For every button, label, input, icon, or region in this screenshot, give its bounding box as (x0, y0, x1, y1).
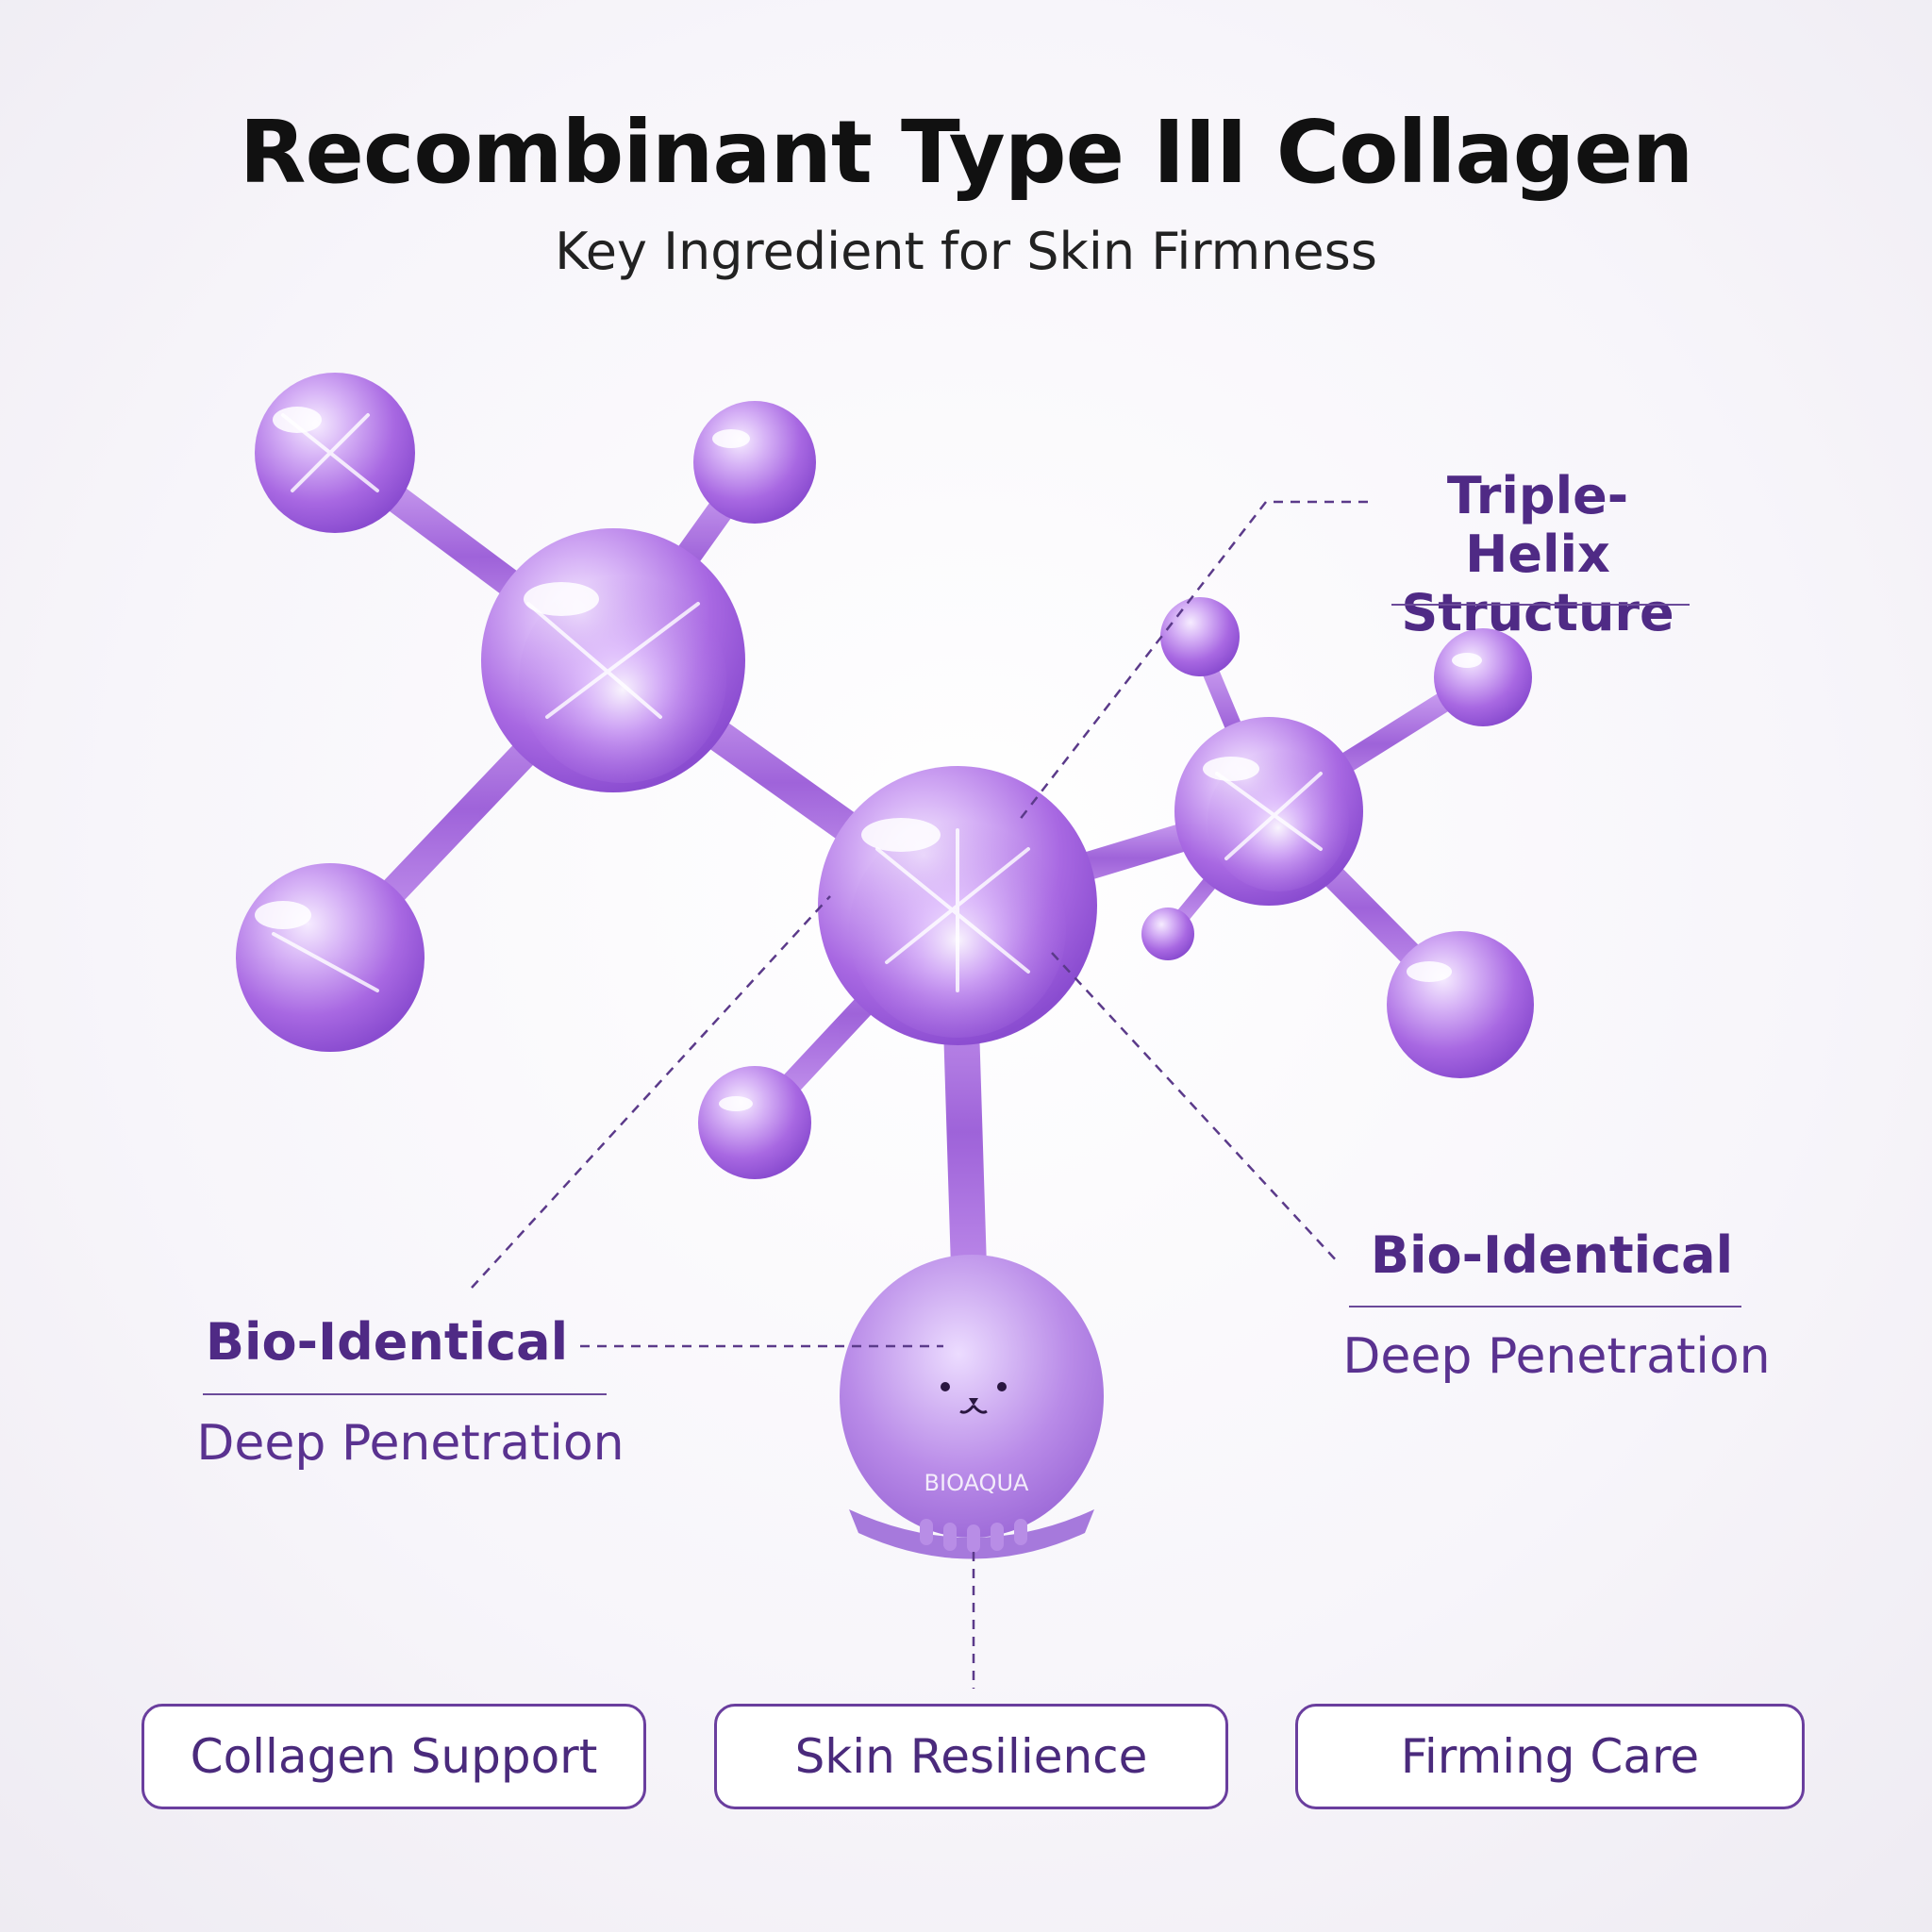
callout-divider (1349, 1306, 1741, 1307)
benefit-firming-care: Firming Care (1295, 1704, 1805, 1809)
atom (255, 373, 415, 533)
page-title: Recombinant Type III Collagen (239, 102, 1694, 203)
atom (693, 401, 816, 524)
callout-divider (1391, 604, 1690, 606)
atom-glow (1208, 750, 1349, 891)
sphere-shines (255, 407, 1482, 1111)
atom (698, 1066, 811, 1179)
callout-triple-helix-line1: Triple-Helix (1446, 466, 1629, 584)
callout-left-title: Bio-Identical (205, 1312, 569, 1372)
product-body (840, 1255, 1104, 1538)
product-brand-logo: BIOAQUA (924, 1470, 1029, 1496)
callout-lines (471, 500, 1368, 1689)
face-eye-icon (997, 1382, 1007, 1391)
light-streaks (272, 413, 1323, 992)
callout-divider (203, 1393, 607, 1395)
atom (1141, 908, 1194, 960)
page-subtitle: Key Ingredient for Skin Firmness (555, 222, 1377, 281)
callout-triple-helix: Triple-Helix Structure (1377, 467, 1698, 642)
product-device (840, 1255, 1104, 1559)
atom (236, 863, 425, 1052)
atom (1434, 628, 1532, 726)
atom (1387, 931, 1534, 1078)
benefit-collagen-support: Collagen Support (142, 1704, 646, 1809)
atom-glow (519, 575, 726, 783)
callout-right-subtitle: Deep Penetration (1342, 1328, 1771, 1385)
atom (1160, 597, 1240, 676)
atom-spheres (236, 373, 1534, 1179)
callout-triple-helix-line2: Structure (1401, 583, 1674, 642)
face-nose-icon (969, 1398, 978, 1406)
face-eye-icon (941, 1382, 950, 1391)
callout-right-title: Bio-Identical (1370, 1225, 1734, 1285)
benefit-skin-resilience: Skin Resilience (714, 1704, 1228, 1809)
callout-left-subtitle: Deep Penetration (196, 1415, 625, 1472)
